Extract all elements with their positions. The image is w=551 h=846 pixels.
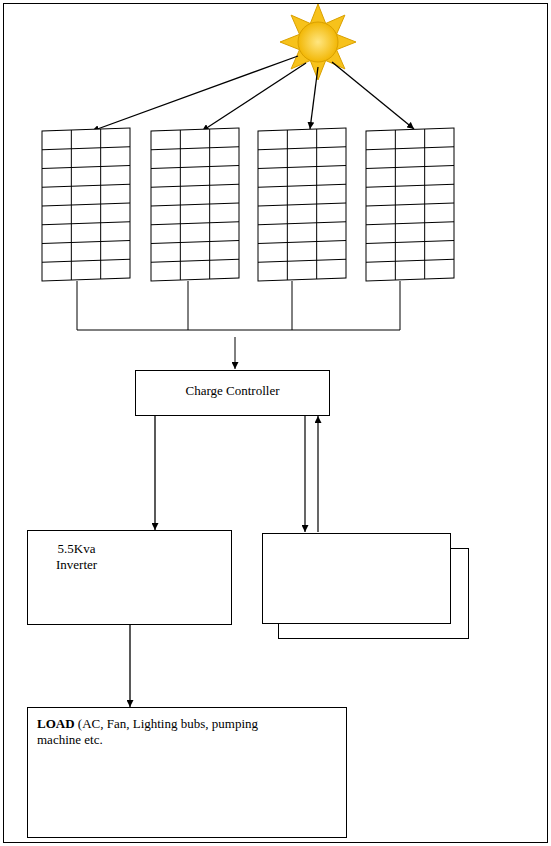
flow-arrow (129, 625, 130, 707)
solar-panel (258, 128, 346, 281)
text-wrap: LOAD (AC, Fan, Lighting bubs, pumping ma… (37, 716, 262, 749)
process-box: Charge Controller (135, 370, 330, 416)
heading-text: LOAD (37, 716, 75, 731)
load-box: LOAD (AC, Fan, Lighting bubs, pumping ma… (27, 707, 347, 838)
solar-panel (366, 128, 454, 281)
solar-panel (42, 128, 130, 281)
panel-bus-wires (77, 281, 400, 369)
solar-panels (42, 128, 454, 281)
outer-frame (4, 4, 548, 843)
solar-panel (151, 128, 239, 281)
sun-disc (298, 22, 338, 62)
battery-charge-arrows (305, 416, 318, 532)
flow-arrow (154, 416, 155, 530)
box-label: 5.5Kva Inverter (56, 541, 97, 574)
process-box: 5.5Kva Inverter (27, 530, 232, 625)
box-label: Charge Controller (142, 383, 323, 399)
battery-bank (263, 534, 469, 639)
sun-rays-arrows (92, 56, 414, 131)
